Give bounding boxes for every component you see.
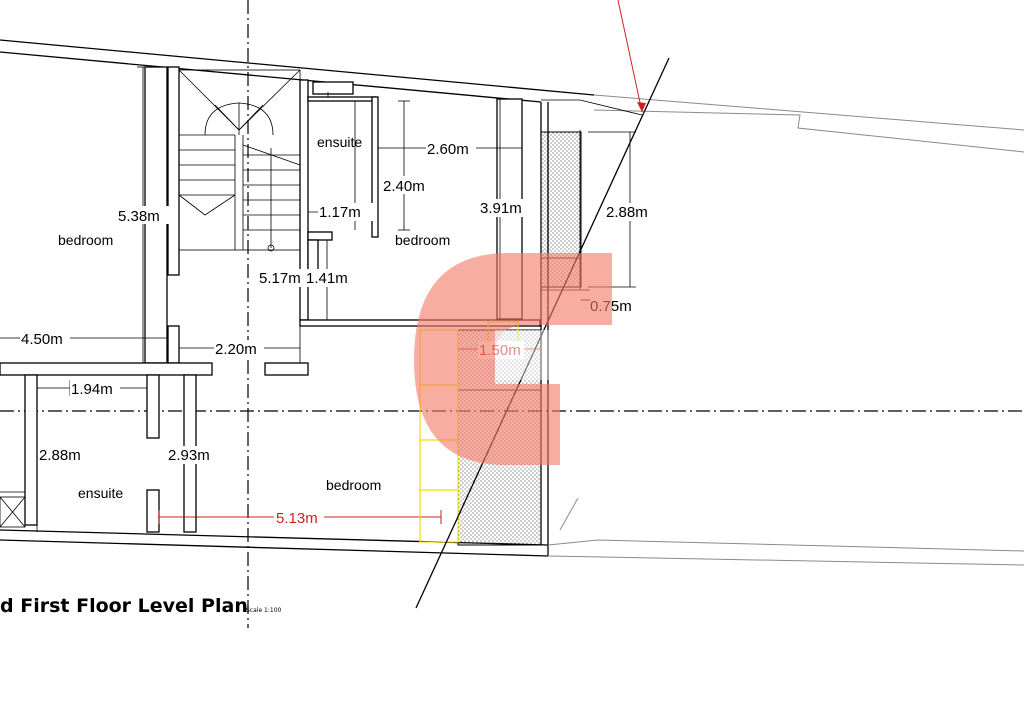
dim-2-20: 2.20m: [215, 341, 257, 358]
neighbour-boundary: [547, 94, 1024, 566]
plan-scale: Scale 1:100: [246, 607, 282, 614]
dim-5-38: 5.38m: [118, 208, 160, 225]
room-label-bedroom-bottom: bedroom: [326, 477, 381, 493]
window-box: [0, 491, 26, 528]
dim-2-88-right: 2.88m: [606, 204, 648, 221]
dim-1-41: 1.41m: [306, 270, 348, 287]
plan-title: d First Floor Level Plan: [0, 595, 248, 617]
room-label-bedroom-left: bedroom: [58, 232, 113, 248]
staircase: [178, 69, 301, 252]
dim-5-17: 5.17m: [259, 270, 301, 287]
dim-4-50: 4.50m: [21, 331, 63, 348]
room-label-ensuite-bottom: ensuite: [78, 485, 123, 501]
section-line: [415, 57, 670, 609]
dimension-labels: 5.38m 2.60m 2.40m 3.91m 2.88m 1.17m 5.17…: [20, 140, 655, 527]
dim-2-60: 2.60m: [427, 141, 469, 158]
dim-3-91: 3.91m: [480, 200, 522, 217]
dim-1-94: 1.94m: [71, 381, 113, 398]
dim-1-17: 1.17m: [319, 204, 361, 221]
dim-5-13: 5.13m: [276, 510, 318, 527]
dim-2-93: 2.93m: [168, 447, 210, 464]
room-label-ensuite-top: ensuite: [317, 134, 362, 150]
dim-2-40: 2.40m: [383, 178, 425, 195]
watermark-logo: [414, 253, 612, 465]
dim-2-88-left: 2.88m: [39, 447, 81, 464]
room-label-bedroom-top-mid: bedroom: [395, 232, 450, 248]
